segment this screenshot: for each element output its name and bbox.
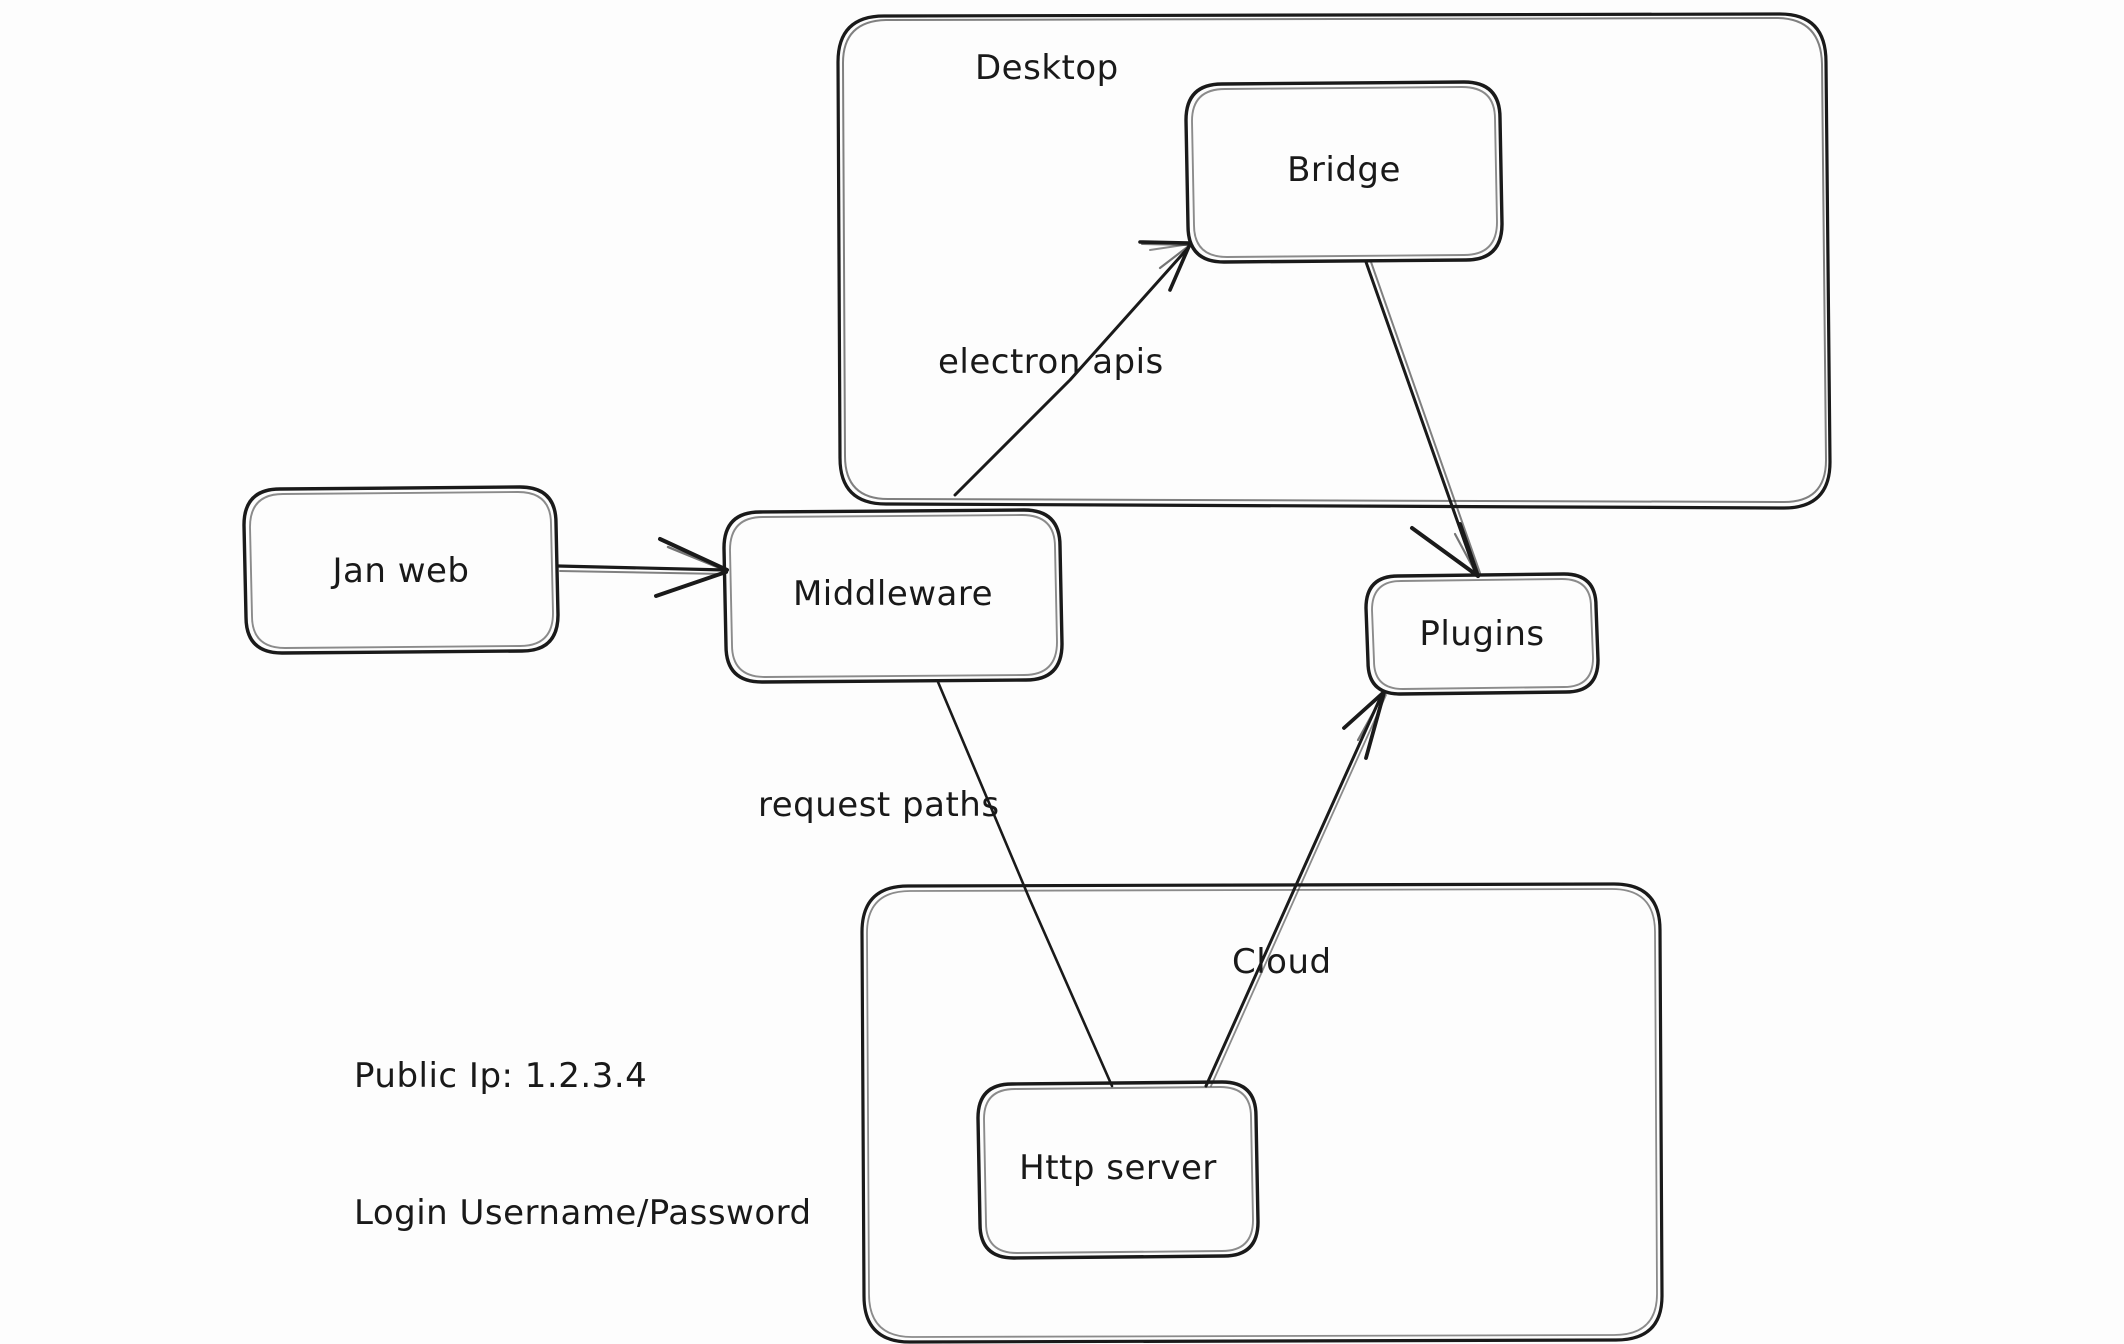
group-cloud-outline [860, 882, 1664, 1344]
edge-middleware-to-http-server [936, 680, 1114, 1088]
node-middleware[interactable]: Middleware [724, 510, 1062, 682]
node-plugins-outline [1364, 572, 1600, 696]
node-jan-web-outline [242, 485, 560, 655]
group-label-desktop: Desktop [975, 48, 1119, 88]
edge-http-server-to-plugins [1204, 690, 1387, 1088]
node-label-plugins: Plugins [1419, 614, 1545, 654]
node-jan-web[interactable]: Jan web [244, 489, 558, 653]
node-plugins[interactable]: Plugins [1366, 574, 1598, 694]
edge-middleware-to-bridge [953, 240, 1192, 497]
edge-bridge-to-plugins [1364, 260, 1481, 578]
node-bridge[interactable]: Bridge [1186, 82, 1502, 262]
notes-block: Public Ip: 1.2.3.4 Login Username/Passwo… [354, 962, 812, 1329]
node-http-server-outline [976, 1080, 1260, 1260]
node-label-jan-web: Jan web [332, 551, 470, 591]
edge-label-cloud: Cloud [1232, 942, 1332, 982]
note-login: Login Username/Password [354, 1193, 812, 1234]
group-desktop-outline [836, 12, 1832, 510]
node-bridge-outline [1184, 80, 1504, 264]
node-label-middleware: Middleware [792, 574, 994, 614]
node-label-http-server: Http server [1019, 1148, 1217, 1188]
node-middleware-outline [722, 508, 1064, 684]
edge-label-request-paths: request paths [758, 785, 1000, 825]
edge-jan-web-to-middleware [556, 537, 729, 598]
node-http-server[interactable]: Http server [978, 1082, 1258, 1258]
node-label-bridge: Bridge [1287, 150, 1401, 190]
edge-label-electron-apis: electron apis [938, 342, 1164, 382]
note-public-ip: Public Ip: 1.2.3.4 [354, 1055, 648, 1096]
